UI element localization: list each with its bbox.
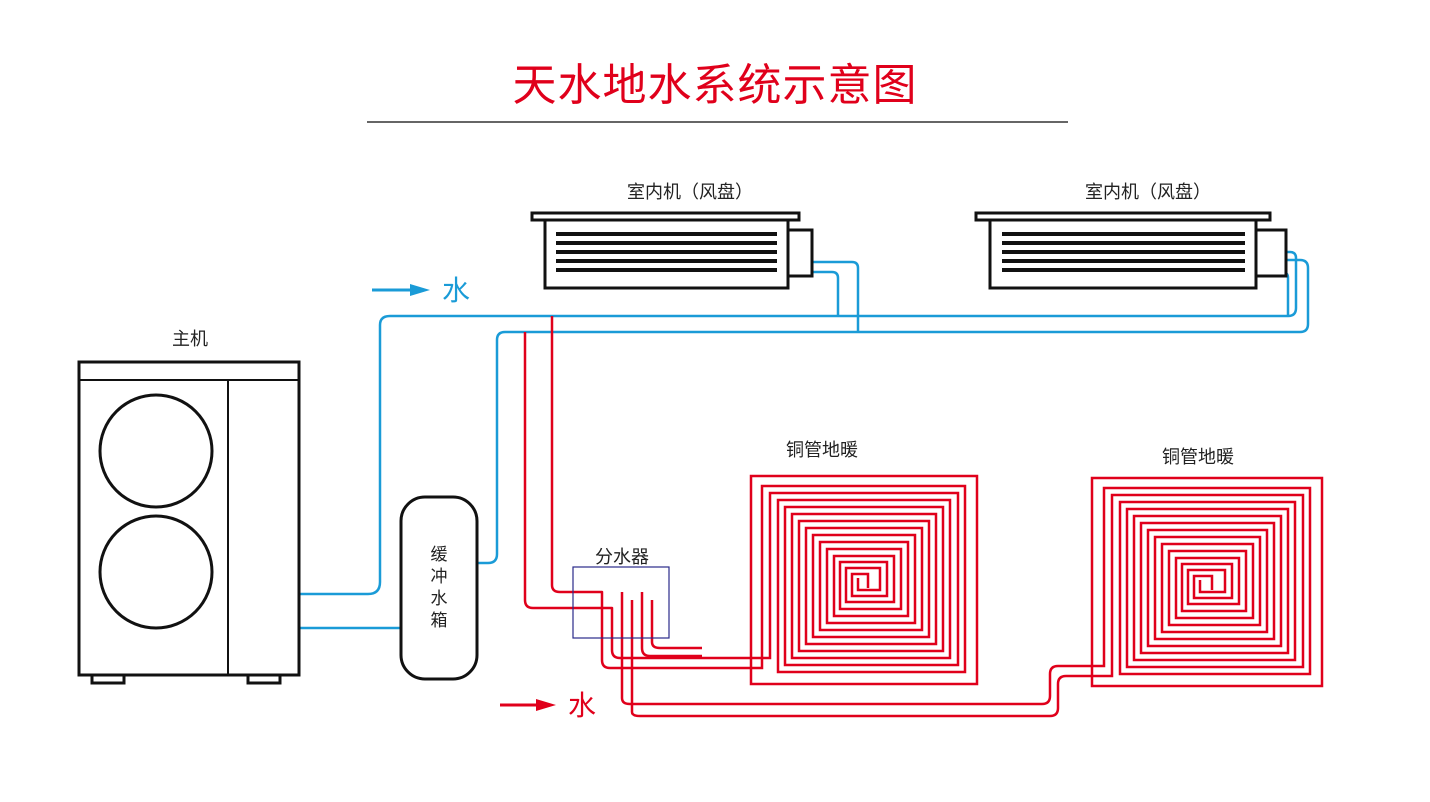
indoor-unit-1 [530, 211, 814, 290]
blue-pipes [300, 250, 1310, 630]
blue-fancoil1-b [788, 260, 860, 332]
indoor-unit-1-label: 室内机（风盘） [627, 182, 753, 203]
fan-icon [98, 393, 214, 509]
indoor-unit-2-label: 室内机（风盘） [1085, 182, 1211, 203]
floor-heating-coil-1 [749, 474, 979, 686]
red-pipe-5 [640, 592, 702, 658]
blue-return-pipe [477, 258, 1310, 565]
red-pipe-4 [630, 600, 1092, 718]
indoor-unit-2 [974, 211, 1288, 290]
red-pipes [523, 316, 1092, 718]
red-pipe-3 [620, 592, 1092, 706]
red-arrow-icon [500, 699, 556, 711]
blue-fancoil2-a [1256, 270, 1290, 316]
diagram-title: 天水地水系统示意图 [513, 60, 918, 111]
blue-fancoil1-a [788, 270, 840, 316]
floor-heating-1-label: 铜管地暖 [786, 440, 858, 461]
manifold-box [572, 566, 670, 639]
red-pipe-6 [650, 600, 702, 650]
main-unit-label: 主机 [172, 329, 208, 350]
buffer-tank-char-4: 箱 [431, 611, 448, 631]
legend-blue-label: 水 [442, 274, 470, 307]
red-pipe-1 [550, 316, 750, 670]
legend-red-label: 水 [568, 689, 596, 722]
red-pipe-2 [523, 332, 750, 660]
manifold-label: 分水器 [595, 547, 649, 568]
buffer-tank-char-2: 冲 [431, 567, 448, 587]
blue-arrow-icon [372, 284, 430, 296]
buffer-tank-char-1: 缓 [431, 545, 448, 565]
legend-red: 水 [500, 689, 596, 722]
main-unit [77, 360, 301, 685]
fan-icon [98, 514, 214, 630]
floor-heating-coil-2 [1090, 476, 1324, 688]
floor-heating-2-label: 铜管地暖 [1162, 447, 1234, 468]
buffer-tank-char-3: 水 [431, 589, 448, 609]
legend-blue: 水 [372, 274, 470, 307]
buffer-tank [399, 495, 479, 681]
